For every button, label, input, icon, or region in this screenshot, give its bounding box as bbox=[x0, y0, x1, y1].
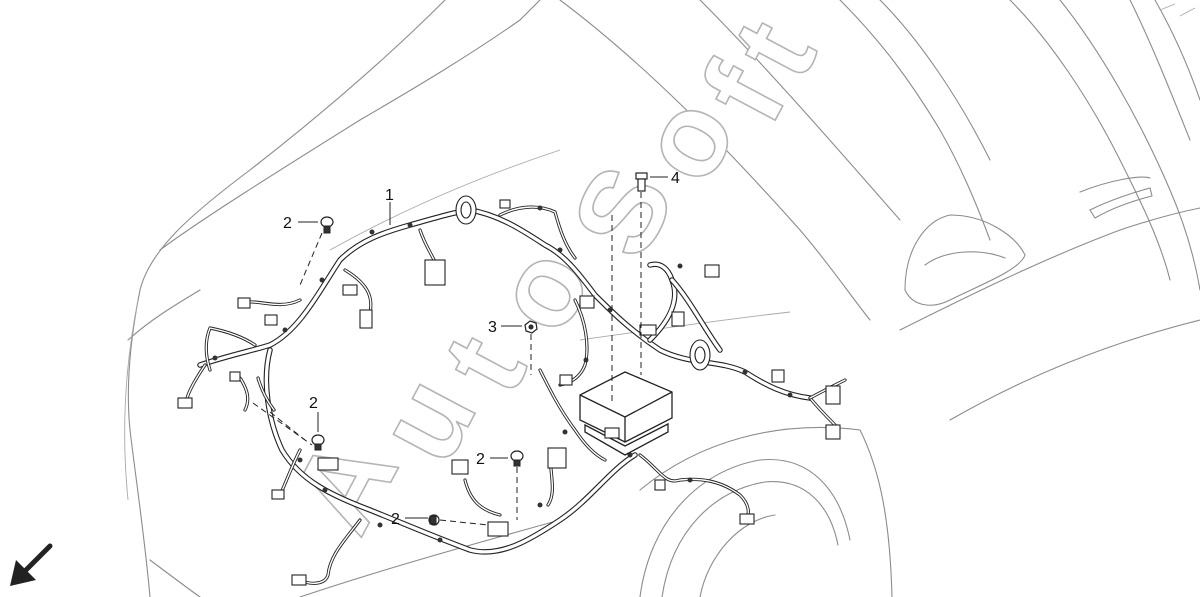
connector bbox=[579, 295, 595, 309]
bolt-icon bbox=[635, 172, 648, 192]
bolt-icon bbox=[510, 450, 524, 467]
fasteners bbox=[311, 172, 648, 526]
fuse-box bbox=[579, 371, 673, 456]
connector bbox=[291, 574, 307, 586]
connector bbox=[499, 199, 511, 209]
connector bbox=[639, 324, 657, 336]
connector bbox=[825, 385, 841, 405]
connector bbox=[739, 513, 755, 525]
connector bbox=[704, 264, 720, 278]
callouts: 1 2 2 2 2 3 4 bbox=[283, 170, 680, 528]
wiring-harness bbox=[177, 195, 847, 586]
connector bbox=[771, 369, 785, 383]
callout-part-4: 4 bbox=[671, 170, 680, 187]
bolt-icon bbox=[311, 434, 325, 451]
callout-part-2: 2 bbox=[283, 215, 292, 232]
connector bbox=[487, 521, 509, 537]
bolt-icon bbox=[320, 216, 334, 234]
nut-icon bbox=[524, 320, 538, 334]
connector bbox=[177, 397, 193, 409]
front-arrow-icon bbox=[10, 543, 53, 586]
connector bbox=[264, 314, 278, 326]
callout-part-1: 1 bbox=[385, 187, 394, 204]
connector bbox=[317, 457, 339, 471]
bolt-icon bbox=[428, 514, 440, 526]
connector bbox=[559, 374, 573, 386]
callout-part-2: 2 bbox=[391, 511, 400, 528]
callout-part-2: 2 bbox=[476, 451, 485, 468]
connector bbox=[237, 297, 251, 309]
callout-part-2: 2 bbox=[309, 395, 318, 412]
connector bbox=[654, 479, 666, 491]
connector bbox=[825, 424, 841, 440]
connector bbox=[424, 259, 446, 286]
connector bbox=[359, 309, 373, 329]
installation-lines bbox=[252, 192, 642, 526]
connector bbox=[229, 371, 241, 382]
connector bbox=[547, 447, 567, 469]
connector bbox=[271, 489, 285, 500]
car-body-outline bbox=[124, 0, 1200, 597]
callout-part-3: 3 bbox=[488, 319, 497, 336]
connector bbox=[671, 311, 685, 327]
connector bbox=[342, 284, 358, 296]
connector bbox=[451, 459, 469, 475]
